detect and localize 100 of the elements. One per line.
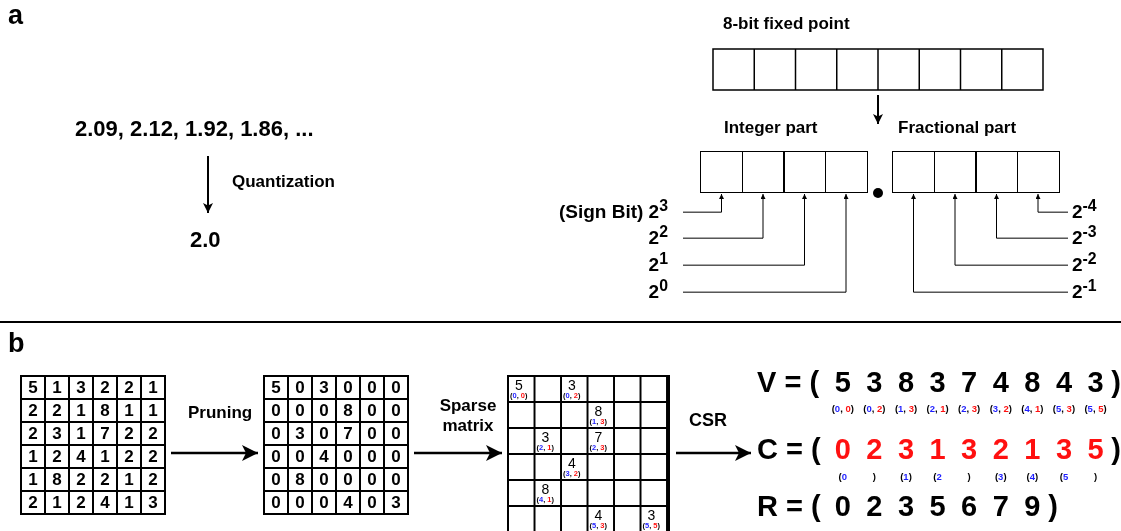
matrix-cell: 8 bbox=[45, 468, 69, 491]
matrix-cell: 1 bbox=[141, 399, 165, 422]
sparse-matrix-grid bbox=[507, 375, 670, 531]
part-heading: Integer part bbox=[724, 118, 818, 138]
vector-equation: R = ( 0 2 3 5 6 7 9 ) bbox=[757, 490, 1058, 523]
matrix-cell: 3 bbox=[384, 491, 408, 514]
matrix-cell: 1 bbox=[45, 376, 69, 399]
matrix-cell: 3 bbox=[312, 376, 336, 399]
bit-weight-label: (Sign Bit) 2$^{3}$ bbox=[558, 197, 668, 224]
matrix-cell: 1 bbox=[117, 491, 141, 514]
matrix-value: 8 bbox=[541, 482, 550, 496]
arrow bbox=[171, 445, 258, 461]
matrix-cell: 2 bbox=[141, 445, 165, 468]
leader-line bbox=[682, 193, 724, 213]
matrix-cell: 8 bbox=[336, 399, 360, 422]
matrix-cell: 0 bbox=[288, 445, 312, 468]
matrix-cell: 7 bbox=[93, 422, 117, 445]
index-annotation: (0 ) (1) (2 ) (3) (4) (5 ) bbox=[837, 471, 1099, 482]
matrix-cell: 1 bbox=[69, 422, 93, 445]
bit-cell bbox=[933, 151, 977, 193]
matrix-cell: 1 bbox=[141, 376, 165, 399]
arrow bbox=[873, 94, 883, 125]
matrix-value: 3 bbox=[647, 508, 656, 522]
matrix-cell: 7 bbox=[336, 422, 360, 445]
matrix-cell: 0 bbox=[360, 422, 384, 445]
matrix-cell: 0 bbox=[264, 445, 288, 468]
edge-label: CSR bbox=[689, 410, 727, 432]
edge-label: Pruning bbox=[188, 403, 253, 424]
matrix-cell: 0 bbox=[336, 445, 360, 468]
matrix-cell: 0 bbox=[288, 399, 312, 422]
number-text: 2.09, 2.12, 1.92, 1.86, ... bbox=[75, 116, 314, 142]
matrix-value: 3 bbox=[541, 430, 550, 444]
matrix-cell: 0 bbox=[384, 468, 408, 491]
matrix-cell: 0 bbox=[384, 399, 408, 422]
panel-label: b bbox=[8, 328, 25, 359]
matrix-cell: 0 bbox=[312, 422, 336, 445]
matrix-cell: 2 bbox=[117, 445, 141, 468]
matrix-cell: 3 bbox=[141, 491, 165, 514]
matrix-cell: 0 bbox=[288, 376, 312, 399]
edge-label: Sparse matrix bbox=[438, 396, 498, 437]
bit-cell bbox=[783, 151, 826, 193]
arrow bbox=[676, 445, 751, 461]
matrix-cell: 0 bbox=[264, 491, 288, 514]
matrix-cell: 0 bbox=[384, 445, 408, 468]
bit-weight-label: 2$^{0}$ bbox=[648, 277, 668, 304]
matrix-cell: 1 bbox=[21, 445, 45, 468]
matrix-cell: 2 bbox=[45, 399, 69, 422]
vector-equation: V = ( 5 3 8 3 7 4 8 4 3 ) bbox=[757, 366, 1121, 399]
panel-label: a bbox=[8, 0, 24, 31]
matrix-cell: 8 bbox=[288, 468, 312, 491]
leader-line bbox=[994, 193, 1069, 239]
part-heading: Fractional part bbox=[898, 118, 1017, 138]
leader-line bbox=[911, 193, 1069, 293]
matrix-cell: 2 bbox=[141, 422, 165, 445]
matrix-cell: 4 bbox=[312, 445, 336, 468]
matrix-cell: 2 bbox=[69, 468, 93, 491]
bit-weight-label: 2$^{-3}$ bbox=[1072, 223, 1097, 250]
leader-line bbox=[682, 193, 807, 266]
matrix-value: 8 bbox=[594, 404, 603, 418]
bit-cell bbox=[700, 151, 743, 193]
vector-equation: C = ( 0 2 3 1 3 2 1 3 5 ) bbox=[757, 433, 1121, 466]
leader-line bbox=[682, 193, 849, 293]
leader-line bbox=[1035, 193, 1069, 213]
matrix-cell: 2 bbox=[117, 422, 141, 445]
bit-weight-label: 2$^{2}$ bbox=[648, 223, 668, 250]
leader-line bbox=[682, 193, 766, 239]
matrix-cell: 0 bbox=[336, 376, 360, 399]
leader-line bbox=[952, 193, 1069, 266]
edge-label: Quantization bbox=[232, 172, 335, 193]
matrix-cell: 1 bbox=[117, 399, 141, 422]
matrix-cell: 2 bbox=[21, 422, 45, 445]
matrix-cell: 2 bbox=[93, 468, 117, 491]
matrix-cell: 2 bbox=[117, 376, 141, 399]
bit-cell bbox=[741, 151, 785, 193]
matrix-cell: 5 bbox=[21, 376, 45, 399]
matrix-cell: 0 bbox=[312, 491, 336, 514]
bit-weight-label: 2$^{-4}$ bbox=[1072, 197, 1097, 224]
index-annotation: (0, 0) (0, 2) (1, 3) (2, 1) (2, 3) (3, 2) (4, 1) (5, 3) (5, 5) bbox=[830, 403, 1108, 414]
bit-cell bbox=[824, 151, 868, 193]
matrix-cell: 0 bbox=[360, 491, 384, 514]
number-text: 2.0 bbox=[190, 227, 221, 253]
arrow bbox=[203, 155, 213, 214]
matrix-cell: 0 bbox=[384, 422, 408, 445]
matrix-cell: 2 bbox=[93, 376, 117, 399]
matrix-cell: 0 bbox=[384, 376, 408, 399]
bit-cell bbox=[975, 151, 1018, 193]
matrix-cell: 0 bbox=[264, 468, 288, 491]
bit-weight-label: 2$^{-1}$ bbox=[1072, 277, 1097, 304]
matrix-value: 4 bbox=[594, 508, 603, 522]
matrix-cell: 8 bbox=[93, 399, 117, 422]
matrix-cell: 4 bbox=[93, 491, 117, 514]
matrix-cell: 0 bbox=[336, 468, 360, 491]
bit-weight-label: 2$^{-2}$ bbox=[1072, 250, 1097, 277]
matrix-cell: 1 bbox=[117, 468, 141, 491]
matrix-grid bbox=[263, 375, 409, 515]
matrix-cell: 2 bbox=[21, 399, 45, 422]
matrix-cell: 5 bbox=[264, 376, 288, 399]
matrix-cell: 2 bbox=[21, 491, 45, 514]
arrow bbox=[414, 445, 502, 461]
matrix-cell: 3 bbox=[288, 422, 312, 445]
